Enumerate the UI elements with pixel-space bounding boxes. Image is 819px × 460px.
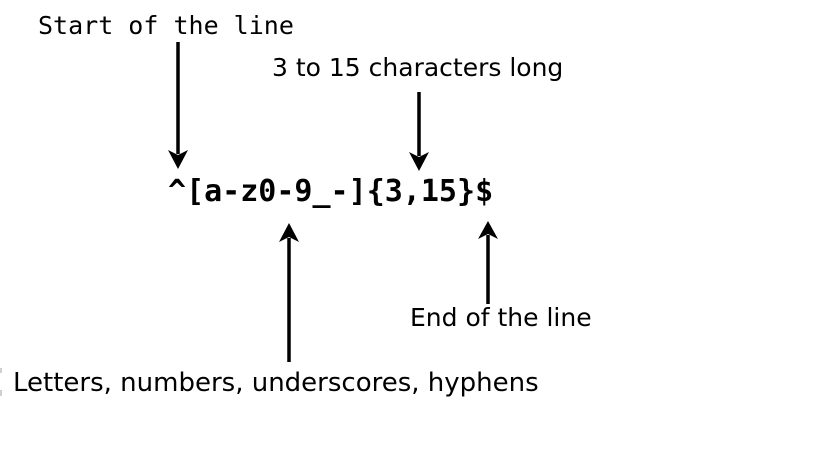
down-arrow-icon: [168, 42, 188, 169]
edge-artifact: [0, 390, 2, 396]
regex-character-class: [a-z0-9_-]: [186, 174, 367, 209]
start-of-line-label: Start of the line: [38, 11, 294, 40]
regex-quantifier: {3,15}: [366, 174, 476, 209]
down-arrow-icon: [409, 92, 429, 171]
up-arrow-icon: [478, 221, 498, 304]
edge-artifact: [0, 368, 2, 373]
charset-label: Letters, numbers, underscores, hyphens: [13, 368, 539, 398]
length-label: 3 to 15 characters long: [272, 53, 564, 82]
regex-end-anchor: $: [475, 174, 494, 209]
regex-pattern: ^[a-z0-9_-]{3,15}$: [168, 177, 493, 207]
up-arrow-icon: [279, 223, 299, 362]
regex-start-anchor: ^: [168, 174, 187, 209]
end-of-line-label: End of the line: [410, 303, 592, 332]
